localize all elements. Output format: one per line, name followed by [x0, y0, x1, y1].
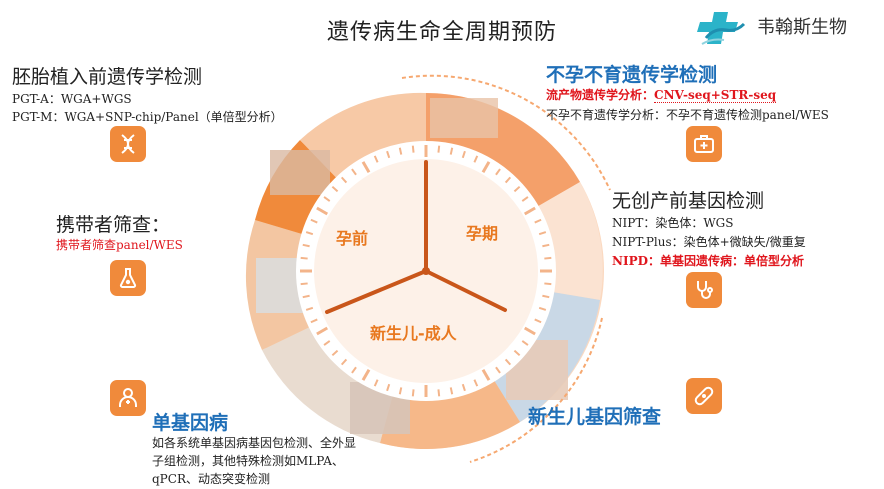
- tick-mark: [495, 168, 501, 176]
- nipt-badge: [686, 272, 722, 308]
- tick-mark: [340, 176, 348, 184]
- page-title: 遗传病生命全周期预防: [326, 20, 557, 45]
- tick-mark: [373, 155, 379, 163]
- tick-mark: [513, 349, 521, 357]
- dial-label-pregnancy: 孕期: [466, 224, 499, 243]
- tick-mark: [398, 147, 403, 155]
- tick-mark: [398, 387, 403, 395]
- dial-label-before-pregnancy: 孕前: [336, 229, 369, 248]
- minute-hand: [424, 269, 507, 312]
- infertility-heading: 不孕不育遗传学检测: [546, 64, 718, 86]
- newborn-badge: [686, 378, 722, 414]
- doctor-icon: [119, 388, 137, 407]
- infertility-line1: 流产物遗传学分析：CNV-seq+STR-seq: [546, 86, 777, 103]
- tick-mark: [538, 231, 547, 236]
- tick-mark: [534, 318, 542, 324]
- dial-label-newborn-adult: 新生儿-成人: [370, 324, 457, 343]
- tick-mark: [351, 168, 357, 176]
- tick-mark: [481, 161, 491, 174]
- tick-mark: [521, 196, 529, 202]
- pgt-line: PGT-A：WGA+WGS: [12, 92, 132, 106]
- carrier-heading: 携带者筛查：: [56, 214, 171, 236]
- tick-mark: [449, 147, 454, 155]
- tick-mark: [538, 306, 547, 311]
- dna-icon: [121, 134, 135, 154]
- bandage-icon: [694, 386, 714, 406]
- tick-mark: [473, 155, 479, 163]
- tick-mark: [300, 282, 308, 286]
- tick-mark: [461, 383, 466, 392]
- tick-mark: [461, 150, 466, 159]
- tick-mark: [316, 206, 329, 216]
- newborn-heading: 新生儿基因筛查: [528, 406, 662, 428]
- infertility-line1-label: 流产物遗传学分析：: [546, 88, 655, 102]
- tick-mark: [300, 256, 308, 260]
- tick-mark: [544, 282, 552, 286]
- infertility-line2: 不孕不育遗传学分析：不孕不育遗传检测panel/WES: [546, 108, 829, 122]
- nipt-line: NIPT：染色体：WGS: [612, 216, 734, 230]
- carrier-line: 携带者筛查panel/WES: [56, 238, 183, 252]
- tick-mark: [544, 256, 552, 260]
- tick-mark: [310, 318, 318, 324]
- tick-mark: [305, 231, 314, 236]
- brand-name: 韦翰斯生物: [757, 17, 847, 38]
- tick-marks: [300, 145, 552, 397]
- tick-mark: [340, 358, 348, 366]
- carrier-badge: [110, 260, 146, 296]
- nipt-line3: NIPD：单基因遗传病：单倍型分析: [612, 254, 805, 268]
- tick-mark: [504, 358, 512, 366]
- medical-kit-icon: [694, 135, 714, 153]
- stethoscope-icon: [697, 281, 713, 299]
- monogenic-heading: 单基因病: [152, 412, 229, 434]
- tick-mark: [513, 185, 521, 193]
- tick-mark: [411, 389, 415, 397]
- tick-mark: [302, 294, 310, 299]
- tick-mark: [523, 326, 536, 336]
- nipt-heading: 无创产前基因检测: [612, 190, 765, 212]
- brand-logo: [696, 6, 880, 52]
- pgt-badge: [110, 126, 146, 162]
- monogenic-line: 如各系统单基因病基因包检测、全外显: [152, 436, 357, 450]
- tick-mark: [411, 145, 415, 153]
- tick-mark: [437, 389, 441, 397]
- cross-dna-logo-icon: [697, 12, 746, 45]
- infertility-line1-value: CNV-seq+STR-seq: [654, 88, 777, 103]
- clock-hands: [325, 160, 507, 314]
- tick-mark: [386, 150, 391, 159]
- pgt-line: PGT-M：WGA+SNP-chip/Panel（单倍型分析）: [12, 110, 283, 124]
- tick-mark: [473, 379, 479, 387]
- tick-mark: [305, 306, 314, 311]
- monogenic-line: 子组检测，其他特殊检测如MLPA、: [152, 454, 344, 468]
- tick-mark: [310, 218, 318, 224]
- tick-mark: [504, 176, 512, 184]
- tick-mark: [323, 340, 331, 346]
- tick-mark: [323, 196, 331, 202]
- tick-mark: [449, 387, 454, 395]
- tick-mark: [437, 145, 441, 153]
- tick-mark: [331, 185, 339, 193]
- tick-mark: [361, 368, 371, 381]
- nipt-line: NIPT-Plus：染色体+微缺失/微重复: [612, 235, 806, 249]
- infertility-badge: [686, 126, 722, 162]
- tick-mark: [542, 294, 550, 299]
- tick-mark: [481, 368, 491, 381]
- tick-mark: [316, 326, 329, 336]
- tick-mark: [302, 243, 310, 248]
- monogenic-line: qPCR、动态突变检测: [152, 472, 270, 486]
- tick-mark: [534, 218, 542, 224]
- tick-mark: [521, 340, 529, 346]
- tick-mark: [495, 366, 501, 374]
- flask-icon: [119, 268, 137, 288]
- monogenic-badge: [110, 380, 146, 416]
- tick-mark: [351, 366, 357, 374]
- tick-mark: [386, 383, 391, 392]
- tick-mark: [542, 243, 550, 248]
- second-hand: [325, 269, 428, 314]
- tick-mark: [373, 379, 379, 387]
- pgt-heading: 胚胎植入前遗传学检测: [12, 66, 203, 88]
- tick-mark: [523, 206, 536, 216]
- tick-mark: [331, 349, 339, 357]
- tick-mark: [361, 161, 371, 174]
